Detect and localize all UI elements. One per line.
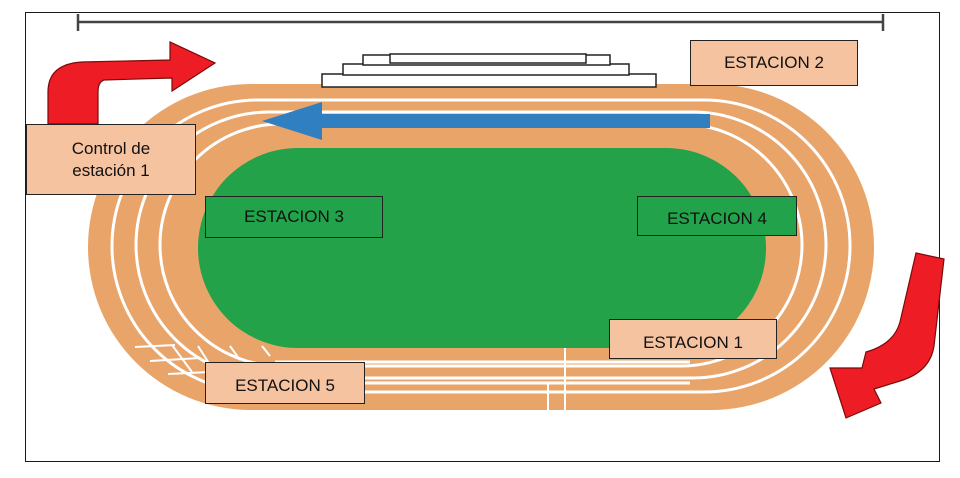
station-4-label: ESTACION 4 bbox=[637, 196, 797, 236]
station-2-label: ESTACION 2 bbox=[690, 40, 858, 86]
infield bbox=[198, 148, 766, 348]
station-1-control-label: Control de estación 1 bbox=[26, 124, 196, 195]
arrow-left-icon bbox=[262, 102, 710, 140]
grandstand-icon bbox=[321, 53, 657, 88]
curved-arrow-down-icon bbox=[829, 252, 945, 419]
station-5-label: ESTACION 5 bbox=[205, 362, 365, 404]
station-3-label: ESTACION 3 bbox=[205, 196, 383, 238]
dimension-line-icon bbox=[76, 14, 885, 31]
station-1-label: ESTACION 1 bbox=[609, 319, 777, 359]
curved-arrow-right-icon bbox=[47, 41, 217, 125]
